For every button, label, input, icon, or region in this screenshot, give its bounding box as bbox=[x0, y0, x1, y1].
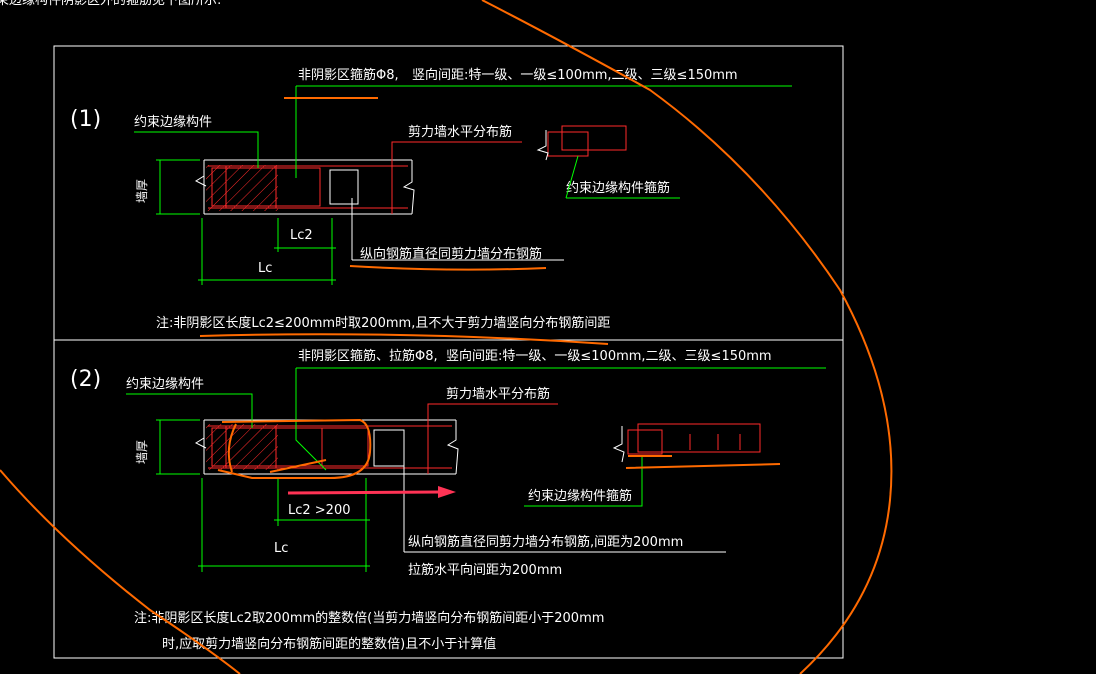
orange-mark-detail bbox=[625, 455, 781, 469]
stirrup-note: 非阴影区箍筋Φ8, bbox=[298, 67, 399, 83]
stirrup-note-leader bbox=[295, 368, 327, 471]
horizontal-bar-leader bbox=[391, 141, 522, 214]
edge-stirrup-label: 约束边缘构件箍筋 bbox=[528, 488, 632, 504]
spacing-note: 竖向间距:特一级、一级≤100mm,二级、三级≤150mm bbox=[412, 67, 738, 83]
vertical-bar-label: 纵向钢筋直径同剪力墙分布钢筋 bbox=[360, 246, 542, 262]
non-shaded-stirrup bbox=[373, 429, 405, 467]
panel-1-footnote: 注:非阴影区长度Lc2≤200mm时取200mm,且不大于剪力墙竖向分布钢筋间距 bbox=[156, 315, 610, 331]
detail-stirrup bbox=[637, 423, 761, 453]
edge-stirrup-leader bbox=[565, 155, 680, 199]
outer-stirrup bbox=[211, 167, 321, 207]
detail-stirrup-inner bbox=[547, 131, 589, 157]
panel-2-footnote-line-2: 时,应取剪力墙竖向分布钢筋间距的整数倍)且不小于计算值 bbox=[162, 636, 496, 652]
non-shaded-stirrup bbox=[329, 169, 359, 205]
orange-mark-non-shaded-zone bbox=[217, 418, 372, 479]
wall-thickness-label: 墙厚 bbox=[135, 179, 149, 203]
orange-freehand-circle-lower bbox=[0, 469, 241, 674]
edge-member-leader bbox=[126, 393, 253, 428]
detail-break bbox=[612, 426, 625, 463]
tie-bar-label: 拉筋水平向间距为200mm bbox=[408, 562, 562, 578]
break-line-left bbox=[194, 437, 207, 449]
horizontal-bar-label: 剪力墙水平分布筋 bbox=[408, 124, 512, 140]
orange-mark-footnote bbox=[199, 333, 609, 345]
lc-label: Lc bbox=[274, 541, 288, 556]
vertical-bar-leader bbox=[403, 460, 726, 553]
detail-break bbox=[536, 130, 549, 161]
edge-stirrup-leader bbox=[524, 456, 643, 507]
lc2-label: Lc2 bbox=[290, 228, 313, 243]
wall-thickness-label: 墙厚 bbox=[135, 440, 149, 464]
vertical-bar-leader bbox=[351, 198, 564, 261]
panel-2-footnote-line-1: 注:非阴影区长度Lc2取200mm的整数倍(当剪力墙竖向分布钢筋间距小于200m… bbox=[134, 610, 604, 626]
edge-member-leader bbox=[134, 131, 259, 168]
panel-2-number: (2) bbox=[70, 367, 101, 392]
detail-stirrup bbox=[561, 125, 627, 151]
panel-1-number: (1) bbox=[70, 107, 101, 132]
horizontal-bar-leader bbox=[427, 403, 558, 474]
break-line-right bbox=[446, 420, 459, 475]
break-line-right bbox=[402, 160, 415, 215]
orange-freehand-circle bbox=[481, 0, 893, 674]
horizontal-bar-label: 剪力墙水平分布筋 bbox=[446, 386, 550, 402]
detail-tie-bars bbox=[689, 434, 741, 450]
top-fragment-text: 束边缘构件阴影区外的箍筋见下图所示: bbox=[0, 0, 221, 8]
drawing-frame bbox=[53, 45, 844, 659]
spacing-note: 竖向间距:特一级、一级≤100mm,二级、三级≤150mm bbox=[446, 348, 772, 364]
outer-stirrup bbox=[211, 427, 369, 467]
vertical-bar-label: 纵向钢筋直径同剪力墙分布钢筋,间距为200mm bbox=[408, 534, 683, 550]
edge-member-label: 约束边缘构件 bbox=[134, 115, 212, 130]
edge-stirrup-label: 约束边缘构件箍筋 bbox=[566, 180, 670, 196]
stirrup-note: 非阴影区箍筋、拉筋Φ8, bbox=[298, 348, 438, 364]
detail-stirrup-inner bbox=[627, 429, 663, 455]
orange-mark-vertical-bar bbox=[349, 265, 547, 271]
lc-label: Lc bbox=[258, 261, 272, 276]
panel-1: (1) 墙厚 Lc2 Lc 约束边缘构件 非阴影区箍筋Φ8, 竖向间距:特一级、 bbox=[70, 67, 792, 345]
break-line-left bbox=[194, 175, 207, 187]
red-arrow-head bbox=[438, 486, 456, 498]
shaded-zone bbox=[206, 424, 278, 470]
panel-2: (2) 墙厚 Lc2 >200 Lc 约束边缘构件 非阴影区箍筋、拉筋Φ8, 竖 bbox=[70, 348, 826, 652]
orange-mark-tie-bar bbox=[269, 459, 327, 473]
edge-member-label: 约束边缘构件 bbox=[126, 377, 204, 392]
shaded-zone bbox=[206, 165, 278, 211]
orange-mark-shaded-stirrup bbox=[227, 423, 237, 473]
red-arrow-shaft bbox=[287, 490, 441, 495]
lc2-label: Lc2 >200 bbox=[288, 503, 351, 518]
